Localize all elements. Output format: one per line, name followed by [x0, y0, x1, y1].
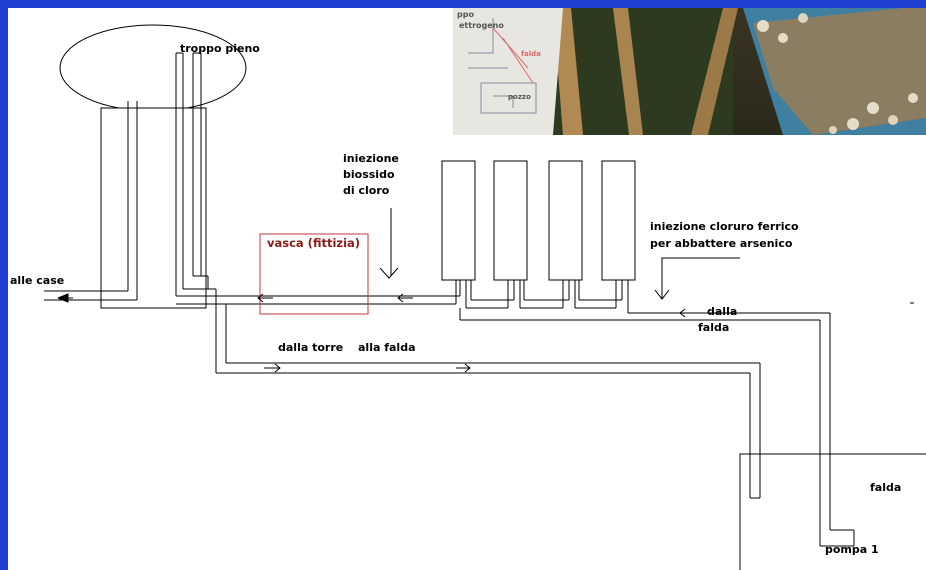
chlorine-line-2: biossido: [343, 168, 395, 181]
photo-sign-text-2: ettrogeno: [459, 21, 504, 30]
filter-2: [493, 160, 528, 281]
ferric-line-2: per abbattere arsenico: [650, 237, 793, 250]
from-tower-label: dalla torre: [278, 341, 344, 354]
field-photo: ppo ettrogeno falda pozzo: [453, 8, 926, 135]
diagram-canvas: troppo pieno alle case vasca (fittizia) …: [8, 8, 926, 570]
photo-sign-text-4: pozzo: [508, 93, 531, 101]
pump-label: pompa 1: [825, 543, 879, 556]
water-tower-base: [100, 107, 207, 309]
water-tower-tank: [59, 24, 247, 112]
to-houses-label: alle case: [10, 274, 65, 287]
chlorine-line-1: iniezione: [343, 152, 399, 165]
fictitious-tank: [259, 233, 369, 315]
aquifer-label: falda: [870, 481, 902, 494]
ferric-line-1: iniezione cloruro ferrico: [650, 220, 799, 233]
from-aquifer-line-1: dalla: [707, 305, 738, 318]
photo-sign-text-1: ppo: [457, 10, 474, 19]
to-aquifer-label: alla falda: [358, 341, 416, 354]
aquifer-box: [739, 453, 926, 570]
water-system-diagram: [44, 24, 926, 570]
photo-sign-text-3: falda: [521, 50, 541, 58]
filter-1: [441, 160, 476, 281]
chlorine-line-3: di cloro: [343, 184, 390, 197]
filter-4: [601, 160, 636, 281]
from-aquifer-line-2: falda: [698, 321, 730, 334]
overflow-label: troppo pieno: [180, 42, 260, 55]
tank-label: vasca (fittizia): [267, 236, 361, 250]
filter-3: [548, 160, 583, 281]
